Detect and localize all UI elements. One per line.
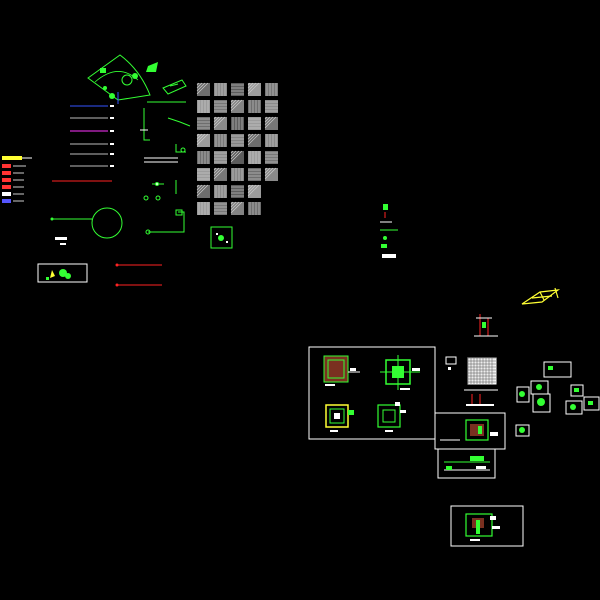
plan-view-frame-2 [434, 412, 506, 450]
small-detail-boxes [515, 361, 600, 437]
isometric-yellow [521, 287, 561, 305]
hatch-swatch [265, 168, 278, 181]
hatch-palette [196, 82, 278, 215]
hatch-swatch [214, 83, 227, 96]
profile-linework [140, 101, 191, 235]
legend-header [2, 156, 22, 160]
hatch-swatch [214, 117, 227, 130]
hatch-swatch [231, 168, 244, 181]
grate-detail [445, 356, 498, 406]
framed-symbol [37, 263, 88, 283]
hatch-swatch [197, 185, 210, 198]
section-frame [437, 448, 496, 479]
hatch-swatch [197, 151, 210, 164]
symbol-stack [380, 204, 398, 258]
hatch-swatch [265, 83, 278, 96]
hatch-swatch [197, 202, 210, 215]
hatch-swatch [214, 185, 227, 198]
hatch-swatch [265, 100, 278, 113]
layer-legend [2, 156, 32, 203]
hatch-swatch [231, 100, 244, 113]
hatch-swatch [214, 134, 227, 147]
hatch-swatch [248, 100, 261, 113]
hatch-swatch [265, 117, 278, 130]
fan-outline [87, 54, 151, 101]
hatch-swatch [248, 202, 261, 215]
column-section [474, 314, 498, 337]
hatch-swatch [197, 100, 210, 113]
hatch-swatch [248, 185, 261, 198]
legend-rows [2, 164, 26, 203]
hatch-swatch [197, 134, 210, 147]
small-detail-contents [519, 366, 593, 433]
hatch-swatch [265, 151, 278, 164]
hatch-swatch [197, 168, 210, 181]
hatch-swatch [214, 202, 227, 215]
circle-detail [50, 207, 123, 245]
site-sketch-group [52, 54, 187, 182]
hatch-swatch [248, 117, 261, 130]
hatch-swatch [231, 134, 244, 147]
hatch-swatch [248, 168, 261, 181]
hatch-swatch [231, 117, 244, 130]
hatch-swatch [231, 151, 244, 164]
hatch-swatch [214, 168, 227, 181]
hatch-swatch [248, 151, 261, 164]
hatch-swatch [197, 117, 210, 130]
hatch-swatch [248, 134, 261, 147]
hatch-swatch [214, 100, 227, 113]
hatch-swatch [231, 83, 244, 96]
hatch-swatch [265, 134, 278, 147]
hatch-swatch [197, 83, 210, 96]
hatch-swatch [231, 185, 244, 198]
hatch-swatch [214, 151, 227, 164]
detail-frame [450, 505, 524, 547]
red-leaders [115, 263, 162, 287]
green-box-symbol [210, 226, 233, 249]
hatch-swatch [231, 202, 244, 215]
hatch-swatch [248, 83, 261, 96]
plan-view-frame-1 [308, 346, 436, 440]
